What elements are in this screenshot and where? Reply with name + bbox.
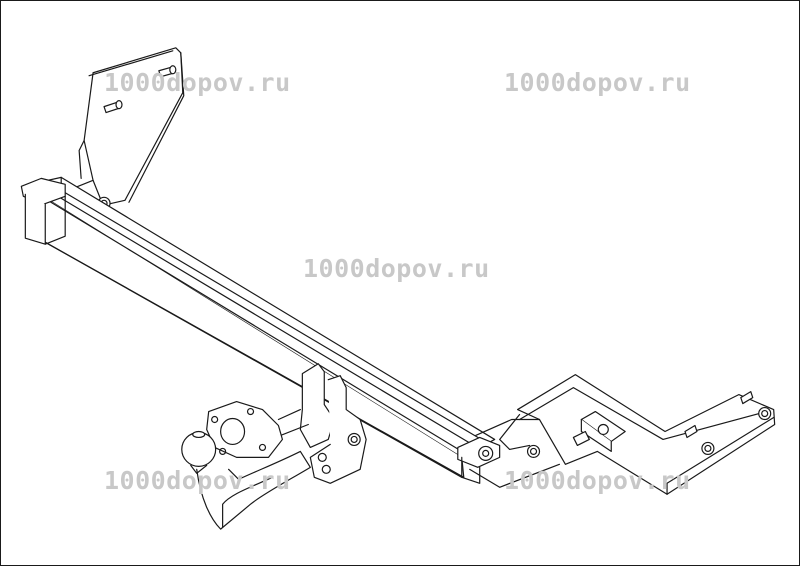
right-nut-2 <box>526 444 541 458</box>
right-nut-4 <box>758 406 772 421</box>
right-nut-3 <box>701 441 715 455</box>
right-nut-1 <box>478 445 494 461</box>
tow-ball <box>181 430 217 474</box>
right-mounting-plate <box>469 374 776 495</box>
tow-ball-assembly <box>181 400 311 530</box>
clamp-bracket <box>572 410 626 453</box>
stud-lower <box>103 100 123 114</box>
hitch-bracket <box>269 363 367 484</box>
crossbar-left-cap <box>20 177 66 245</box>
left-mounting-bracket <box>67 47 185 210</box>
stud-upper <box>158 65 177 78</box>
